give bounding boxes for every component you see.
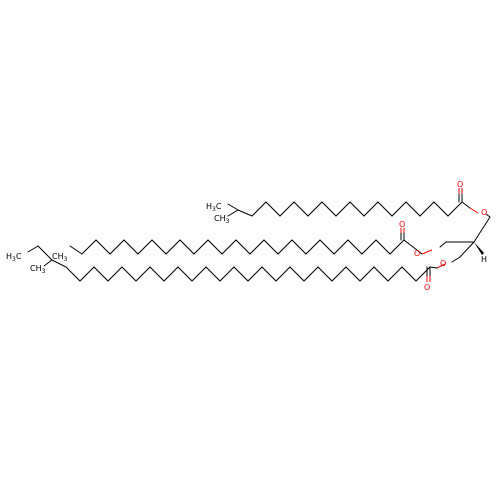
ester-bond bbox=[439, 241, 447, 248]
alkyl-branch bbox=[227, 203, 239, 211]
atom-label-h3c: H3C bbox=[6, 252, 22, 263]
stereo-wedge bbox=[474, 242, 484, 255]
atom-o: O bbox=[440, 259, 446, 268]
atom-o: O bbox=[399, 220, 405, 229]
ester-chain-a: O O H3C CH3 bbox=[206, 180, 491, 225]
ester-bond bbox=[403, 239, 423, 255]
alkyl-chain bbox=[69, 239, 405, 255]
ester-bond bbox=[436, 263, 446, 269]
ester-bond bbox=[421, 249, 433, 255]
alkyl-chain bbox=[237, 201, 463, 217]
atom-o: O bbox=[457, 180, 463, 189]
ester-bond bbox=[469, 207, 479, 214]
atom-label-ch3: CH3 bbox=[214, 214, 230, 225]
ester-bond bbox=[461, 201, 471, 209]
atom-o: O bbox=[414, 249, 420, 258]
atom-h: H bbox=[481, 255, 487, 264]
backbone-bond bbox=[473, 216, 491, 243]
ester-bond bbox=[485, 213, 491, 218]
alkyl-branch bbox=[227, 209, 239, 217]
alkyl-branch bbox=[43, 259, 53, 267]
alkyl-chain bbox=[51, 259, 431, 282]
ester-bond bbox=[451, 256, 461, 263]
backbone-bond bbox=[459, 241, 475, 258]
ester-chain-b: O O CH3 bbox=[52, 220, 447, 263]
alkyl-branch bbox=[37, 245, 53, 261]
alkyl-branch bbox=[27, 245, 39, 253]
atom-o: O bbox=[424, 283, 430, 292]
ester-chain-c: O O H3C CH3 bbox=[6, 245, 461, 292]
glycerol-backbone bbox=[445, 216, 491, 258]
ester-bond bbox=[429, 266, 438, 269]
atom-label-h3c: H3C bbox=[206, 202, 222, 213]
atom-label-ch3: CH3 bbox=[52, 252, 68, 263]
atom-o: O bbox=[481, 208, 487, 217]
atom-label-ch3: CH3 bbox=[30, 264, 46, 275]
